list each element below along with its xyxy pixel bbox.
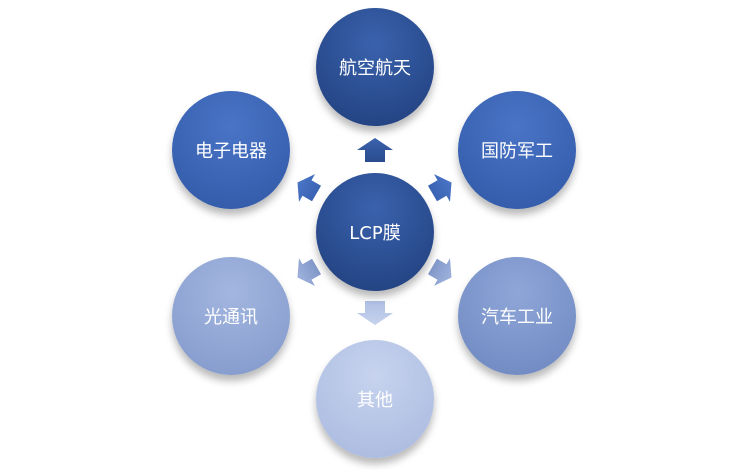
arrow-down-right	[427, 258, 452, 286]
node-aerospace: 航空航天	[316, 8, 434, 126]
node-lcp-film: LCP膜	[316, 173, 434, 291]
node-optical-communication: 光通讯	[172, 257, 290, 375]
arrow-up	[357, 138, 393, 162]
node-automotive-label: 汽车工业	[481, 307, 553, 328]
node-other: 其他	[316, 340, 434, 458]
arrow-up-left	[297, 174, 322, 202]
node-electronics-label: 电子电器	[195, 141, 267, 162]
node-lcp-film-label: LCP膜	[349, 223, 401, 244]
node-automotive: 汽车工业	[458, 257, 576, 375]
node-optical-communication-label: 光通讯	[204, 307, 258, 328]
node-other-label: 其他	[357, 390, 393, 411]
node-defense: 国防军工	[458, 91, 576, 209]
node-electronics: 电子电器	[172, 91, 290, 209]
node-aerospace-label: 航空航天	[339, 58, 411, 79]
arrow-down-left	[297, 258, 322, 286]
node-defense-label: 国防军工	[481, 141, 553, 162]
arrow-up-right	[427, 174, 452, 202]
arrow-down	[357, 301, 393, 325]
